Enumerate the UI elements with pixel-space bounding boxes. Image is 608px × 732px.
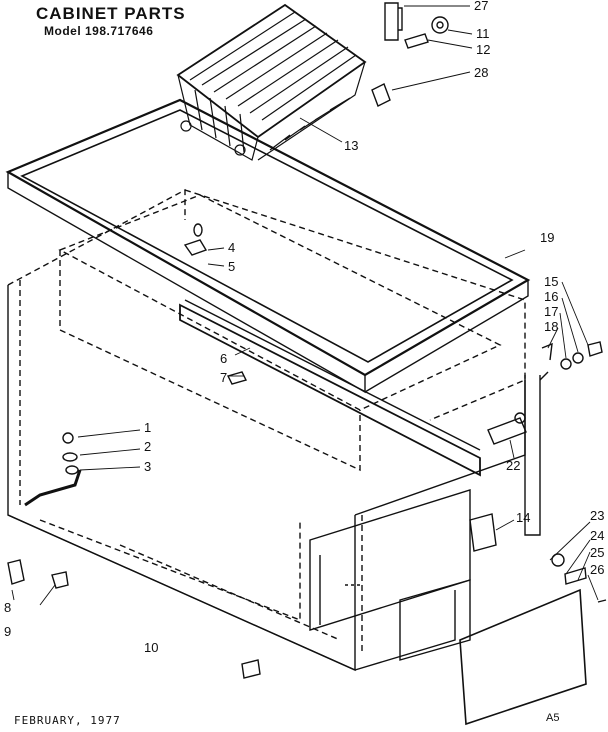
callout-23: 23 — [590, 508, 604, 523]
callout-27: 27 — [474, 0, 488, 13]
callout-22: 22 — [506, 458, 520, 473]
callout-5: 5 — [228, 259, 235, 274]
callout-17: 17 — [544, 304, 558, 319]
diagram-title: CABINET PARTS — [36, 4, 186, 23]
callout-9: 9 — [4, 624, 11, 639]
hardware-parts — [7, 2, 607, 726]
callout-11: 11 — [476, 26, 490, 41]
callout-16: 16 — [544, 289, 558, 304]
callout-8: 8 — [4, 600, 11, 615]
callout-10: 10 — [144, 640, 158, 655]
wire-basket — [176, 3, 367, 161]
callout-2: 2 — [144, 439, 151, 454]
callout-12: 12 — [476, 42, 490, 57]
callout-labels: 27 11 12 28 13 4 5 19 15 16 17 18 6 7 1 … — [4, 0, 604, 655]
lid-frame — [5, 98, 531, 394]
callout-26: 26 — [590, 562, 604, 577]
callout-18: 18 — [544, 319, 558, 334]
callout-4: 4 — [228, 240, 235, 255]
print-date: FEBRUARY, 1977 — [14, 714, 121, 727]
callout-1: 1 — [144, 420, 151, 435]
callout-3: 3 — [144, 459, 151, 474]
callout-25: 25 — [590, 545, 604, 560]
cabinet-body — [7, 188, 549, 672]
callout-7: 7 — [220, 370, 227, 385]
callout-19: 19 — [540, 230, 554, 245]
callout-14: 14 — [516, 510, 530, 525]
sheet-code: A5 — [546, 712, 560, 724]
callout-28: 28 — [474, 65, 488, 80]
model-number: Model 198.717646 — [44, 24, 154, 38]
liner-outline — [58, 194, 502, 472]
callout-24: 24 — [590, 528, 604, 543]
callout-6: 6 — [220, 351, 227, 366]
leader-lines — [11, 5, 599, 606]
callout-13: 13 — [344, 138, 358, 153]
callout-15: 15 — [544, 274, 558, 289]
